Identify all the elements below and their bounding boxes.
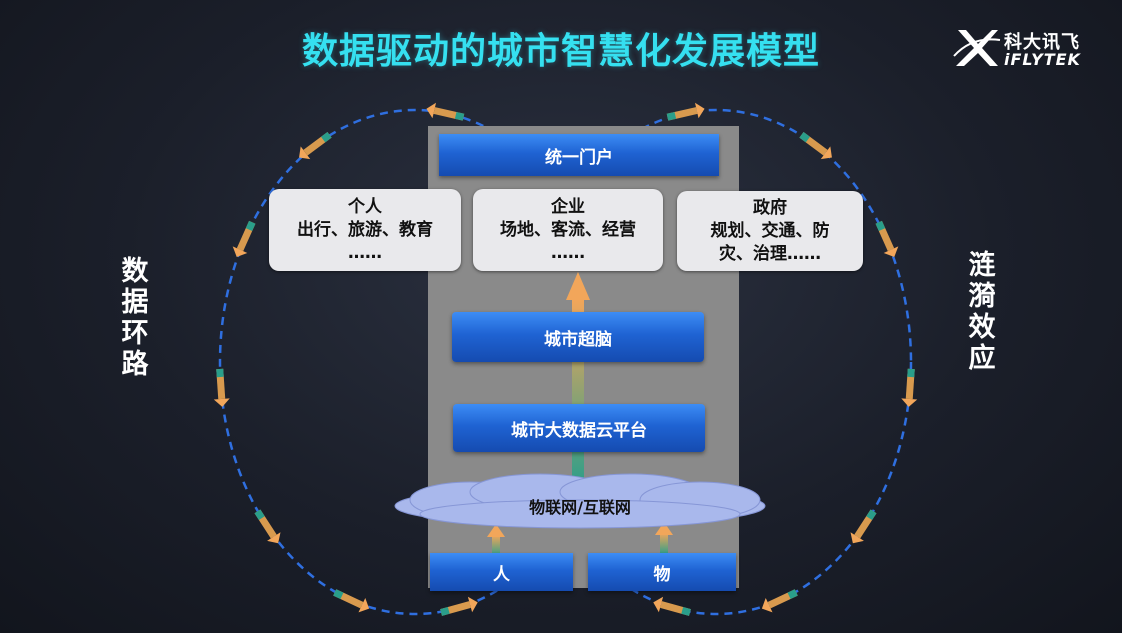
data-platform-box: 城市大数据云平台: [453, 404, 705, 452]
things-label: 物: [653, 564, 671, 585]
flow-arrow-head: [213, 398, 230, 407]
card-line: 政府: [753, 197, 787, 218]
flow-arrow-tail: [666, 111, 677, 121]
flow-arrow-tail: [254, 509, 265, 521]
flow-arrow-tail: [799, 131, 810, 143]
things-up-arrow-shaft: [660, 533, 668, 555]
flow-arrow-tail: [245, 220, 256, 232]
card-line: 灾、治理……: [719, 243, 821, 264]
people-label: 人: [493, 564, 510, 585]
flow-arrow-tail: [454, 111, 465, 121]
upward-flow-arrowhead: [566, 272, 590, 300]
card-line: 规划、交通、防: [710, 220, 830, 241]
flow-arrow-tail: [333, 589, 344, 599]
left-side-label: 数 据 环 路: [115, 256, 155, 380]
unified-portal-label: 统一门户: [545, 147, 613, 168]
right-label-char: 效: [968, 312, 996, 343]
left-label-char: 路: [121, 349, 149, 380]
left-label-char: 据: [121, 287, 149, 318]
flow-arrow-head: [299, 146, 311, 160]
right-label-char: 漪: [968, 281, 996, 312]
right-label-char: 涟: [968, 250, 996, 281]
flow-arrow-tail: [216, 368, 224, 378]
left-label-char: 环: [121, 318, 149, 349]
logo-x-icon: [953, 30, 1001, 66]
people-box: 人: [430, 553, 573, 591]
network-label: 物联网/互联网: [529, 498, 631, 517]
flow-arrow-head: [653, 596, 664, 613]
card-enterprise: 企业 场地、客流、经营 ……: [473, 189, 663, 271]
flow-arrow-head: [694, 102, 705, 119]
flow-arrow-head: [820, 146, 832, 160]
data-platform-label: 城市大数据云平台: [511, 420, 647, 441]
logo-en-text: iFLYTEK: [1004, 50, 1081, 69]
flow-arrow-tail: [875, 220, 886, 232]
diagram-title: 数据驱动的城市智慧化发展模型: [301, 31, 820, 72]
things-up-arrow-head: [655, 522, 673, 535]
people-up-arrow-shaft: [492, 535, 500, 557]
flow-arrow-head: [850, 532, 864, 544]
iflytek-logo: 科大讯飞 iFLYTEK: [952, 26, 1092, 70]
flow-arrow-head: [901, 398, 918, 407]
flow-arrow-tail: [440, 606, 450, 616]
card-individual: 个人 出行、旅游、教育 ……: [269, 189, 461, 271]
things-box: 物: [588, 553, 736, 591]
right-label-char: 应: [968, 343, 996, 374]
card-line: 出行、旅游、教育: [297, 219, 433, 240]
flow-arrow-head: [883, 246, 899, 257]
flow-arrow-head: [467, 596, 478, 613]
logo-cn-text: 科大讯飞: [1004, 32, 1080, 53]
flow-arrow-tail: [866, 509, 877, 521]
flow-arrow-head: [426, 102, 437, 119]
card-line: ……: [348, 242, 382, 263]
people-up-arrow-head: [487, 524, 505, 537]
card-line: 企业: [551, 196, 585, 217]
city-brain-box: 城市超脑: [452, 312, 704, 362]
card-line: ……: [551, 242, 585, 263]
card-line: 个人: [348, 196, 382, 217]
flow-arrow-head: [267, 532, 281, 544]
flow-arrow-head: [232, 246, 248, 257]
left-label-char: 数: [121, 256, 149, 287]
card-line: 场地、客流、经营: [500, 219, 636, 240]
flow-arrow-tail: [321, 131, 332, 143]
network-cloud: [394, 473, 766, 529]
card-government: 政府 规划、交通、防 灾、治理……: [677, 191, 863, 271]
flow-arrow-tail: [787, 589, 798, 599]
flow-arrow-head: [761, 597, 773, 613]
right-side-label: 涟 漪 效 应: [962, 250, 1002, 374]
city-brain-label: 城市超脑: [544, 329, 612, 350]
flow-arrow-head: [358, 597, 370, 613]
flow-arrow-tail: [681, 606, 691, 616]
unified-portal-box: 统一门户: [439, 134, 719, 176]
flow-arrow-tail: [907, 368, 915, 378]
